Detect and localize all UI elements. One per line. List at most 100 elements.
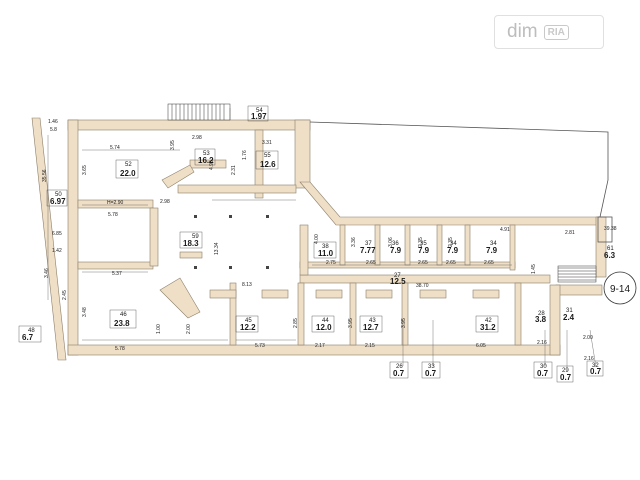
room-area: 6.3 (604, 251, 616, 260)
dimension-label: 5.78 (115, 346, 125, 352)
dimension-label: 4.91 (500, 227, 510, 233)
room-area: 7.9 (418, 246, 430, 255)
dimension-label: 3.95 (348, 318, 354, 328)
dimension-label: 2.98 (192, 135, 202, 141)
dimension-lines (47, 135, 512, 341)
room-area: 16.2 (198, 156, 214, 165)
room-number: 54 (256, 108, 263, 114)
dimension-label: 38.70 (416, 283, 429, 289)
outline (309, 121, 613, 243)
room-area: 12.6 (260, 160, 276, 169)
dimension-label: 2.65 (484, 260, 494, 266)
room-number: 44 (322, 318, 329, 324)
room-area: 31.2 (480, 323, 496, 332)
stairs-top (167, 103, 231, 121)
room-number: 36 (392, 241, 399, 247)
dimension-label: 5.78 (108, 212, 118, 218)
dimension-label: 5.73 (255, 343, 265, 349)
room-number: 29 (562, 368, 569, 374)
dimension-label: 1.46 (48, 119, 58, 125)
room-area: 1.97 (251, 112, 267, 121)
walls (31, 117, 607, 361)
room-number: 46 (120, 312, 127, 318)
watermark-badge: RIA (543, 24, 569, 40)
room-area: 12.0 (316, 323, 332, 332)
room-area: 6.7 (22, 333, 34, 342)
room-area: 12.7 (363, 323, 379, 332)
dimension-label: 2.16 (584, 356, 594, 362)
dimension-label: 3.31 (262, 140, 272, 146)
room-area: 3.8 (535, 315, 547, 324)
room-number: 33 (428, 364, 435, 370)
room-area: 0.7 (393, 369, 405, 378)
plan-label: 9-14 (610, 284, 630, 295)
room-number: 43 (369, 318, 376, 324)
dimension-label: 2.15 (365, 343, 375, 349)
dimension-label: 39.38 (604, 226, 617, 232)
room-number: 35 (420, 241, 427, 247)
room-number: 59 (192, 234, 199, 240)
room-area: 7.9 (486, 246, 498, 255)
dimension-label: 2.85 (293, 318, 299, 328)
dimension-label: 3.36 (351, 237, 357, 247)
dimension-label: H=2.90 (107, 200, 123, 206)
label-boxes (18, 105, 604, 383)
dimension-label: 3.65 (82, 165, 88, 175)
room-number: 37 (365, 241, 372, 247)
dimension-label: 2.17 (315, 343, 325, 349)
dimension-label: 2.31 (231, 165, 237, 175)
room-number: 34 (450, 241, 457, 247)
dimension-label: 2.75 (326, 260, 336, 266)
room-area: 12.2 (240, 323, 256, 332)
dimension-label: 6.05 (476, 343, 486, 349)
dimension-label: 2.35 (418, 237, 424, 247)
room-number: 45 (245, 318, 252, 324)
room-area: 2.4 (563, 313, 575, 322)
dimension-label: 3.06 (388, 237, 394, 247)
room-area: 23.8 (114, 319, 130, 328)
dimension-texts: 1.46 5.8 35.56 6.85 1.42 3.46 2.45 3.48 … (42, 119, 617, 362)
dimension-label: 2.45 (62, 290, 68, 300)
dimension-label: 5.37 (112, 271, 122, 277)
room-number: 55 (264, 153, 271, 159)
dimension-label: 5.8 (50, 127, 57, 133)
dimension-label: 35.56 (42, 169, 48, 182)
room-number: 50 (55, 192, 62, 198)
room-number: 32 (592, 363, 599, 369)
room-area: 6.97 (50, 197, 66, 206)
room-number: 48 (28, 328, 35, 334)
dimension-label: 6.85 (52, 231, 62, 237)
leaders (229, 108, 597, 368)
dimension-label: 4.95 (209, 160, 215, 170)
room-area: 12.5 (390, 277, 406, 286)
dimension-label: 2.81 (565, 230, 575, 236)
room-area: 11.0 (318, 249, 334, 258)
room-number: 53 (203, 151, 210, 157)
dimension-label: 2.65 (418, 260, 428, 266)
room-number: 27 (394, 273, 401, 279)
room-number: 61 (607, 246, 614, 252)
plan-label-badge: 9-14 (603, 271, 637, 305)
dimension-label: 2.00 (583, 335, 593, 341)
dimension-label: 3.46 (44, 268, 50, 278)
dimension-label: 1.45 (531, 264, 537, 274)
dimension-label: 2.35 (448, 237, 454, 247)
watermark-text: dim (507, 21, 538, 42)
dimension-label: 2.65 (446, 260, 456, 266)
room-number: 34 (490, 241, 497, 247)
room-number: 26 (396, 364, 403, 370)
room-area: 22.0 (120, 169, 136, 178)
dim-ria-watermark: dim RIA (494, 15, 604, 49)
stairs-right (557, 265, 597, 283)
room-area: 0.7 (537, 369, 549, 378)
room-area: 7.9 (447, 246, 459, 255)
dimension-label: 1.76 (242, 150, 248, 160)
dimension-label: 3.95 (170, 140, 176, 150)
room-labels: 52 22.0 53 16.2 54 1.97 55 12.6 59 18.3 … (22, 108, 616, 382)
room-number: 52 (125, 162, 132, 168)
dimension-label: 13.34 (214, 242, 220, 255)
room-area: 7.77 (360, 246, 376, 255)
room-number: 30 (540, 364, 547, 370)
room-number: 42 (485, 318, 492, 324)
